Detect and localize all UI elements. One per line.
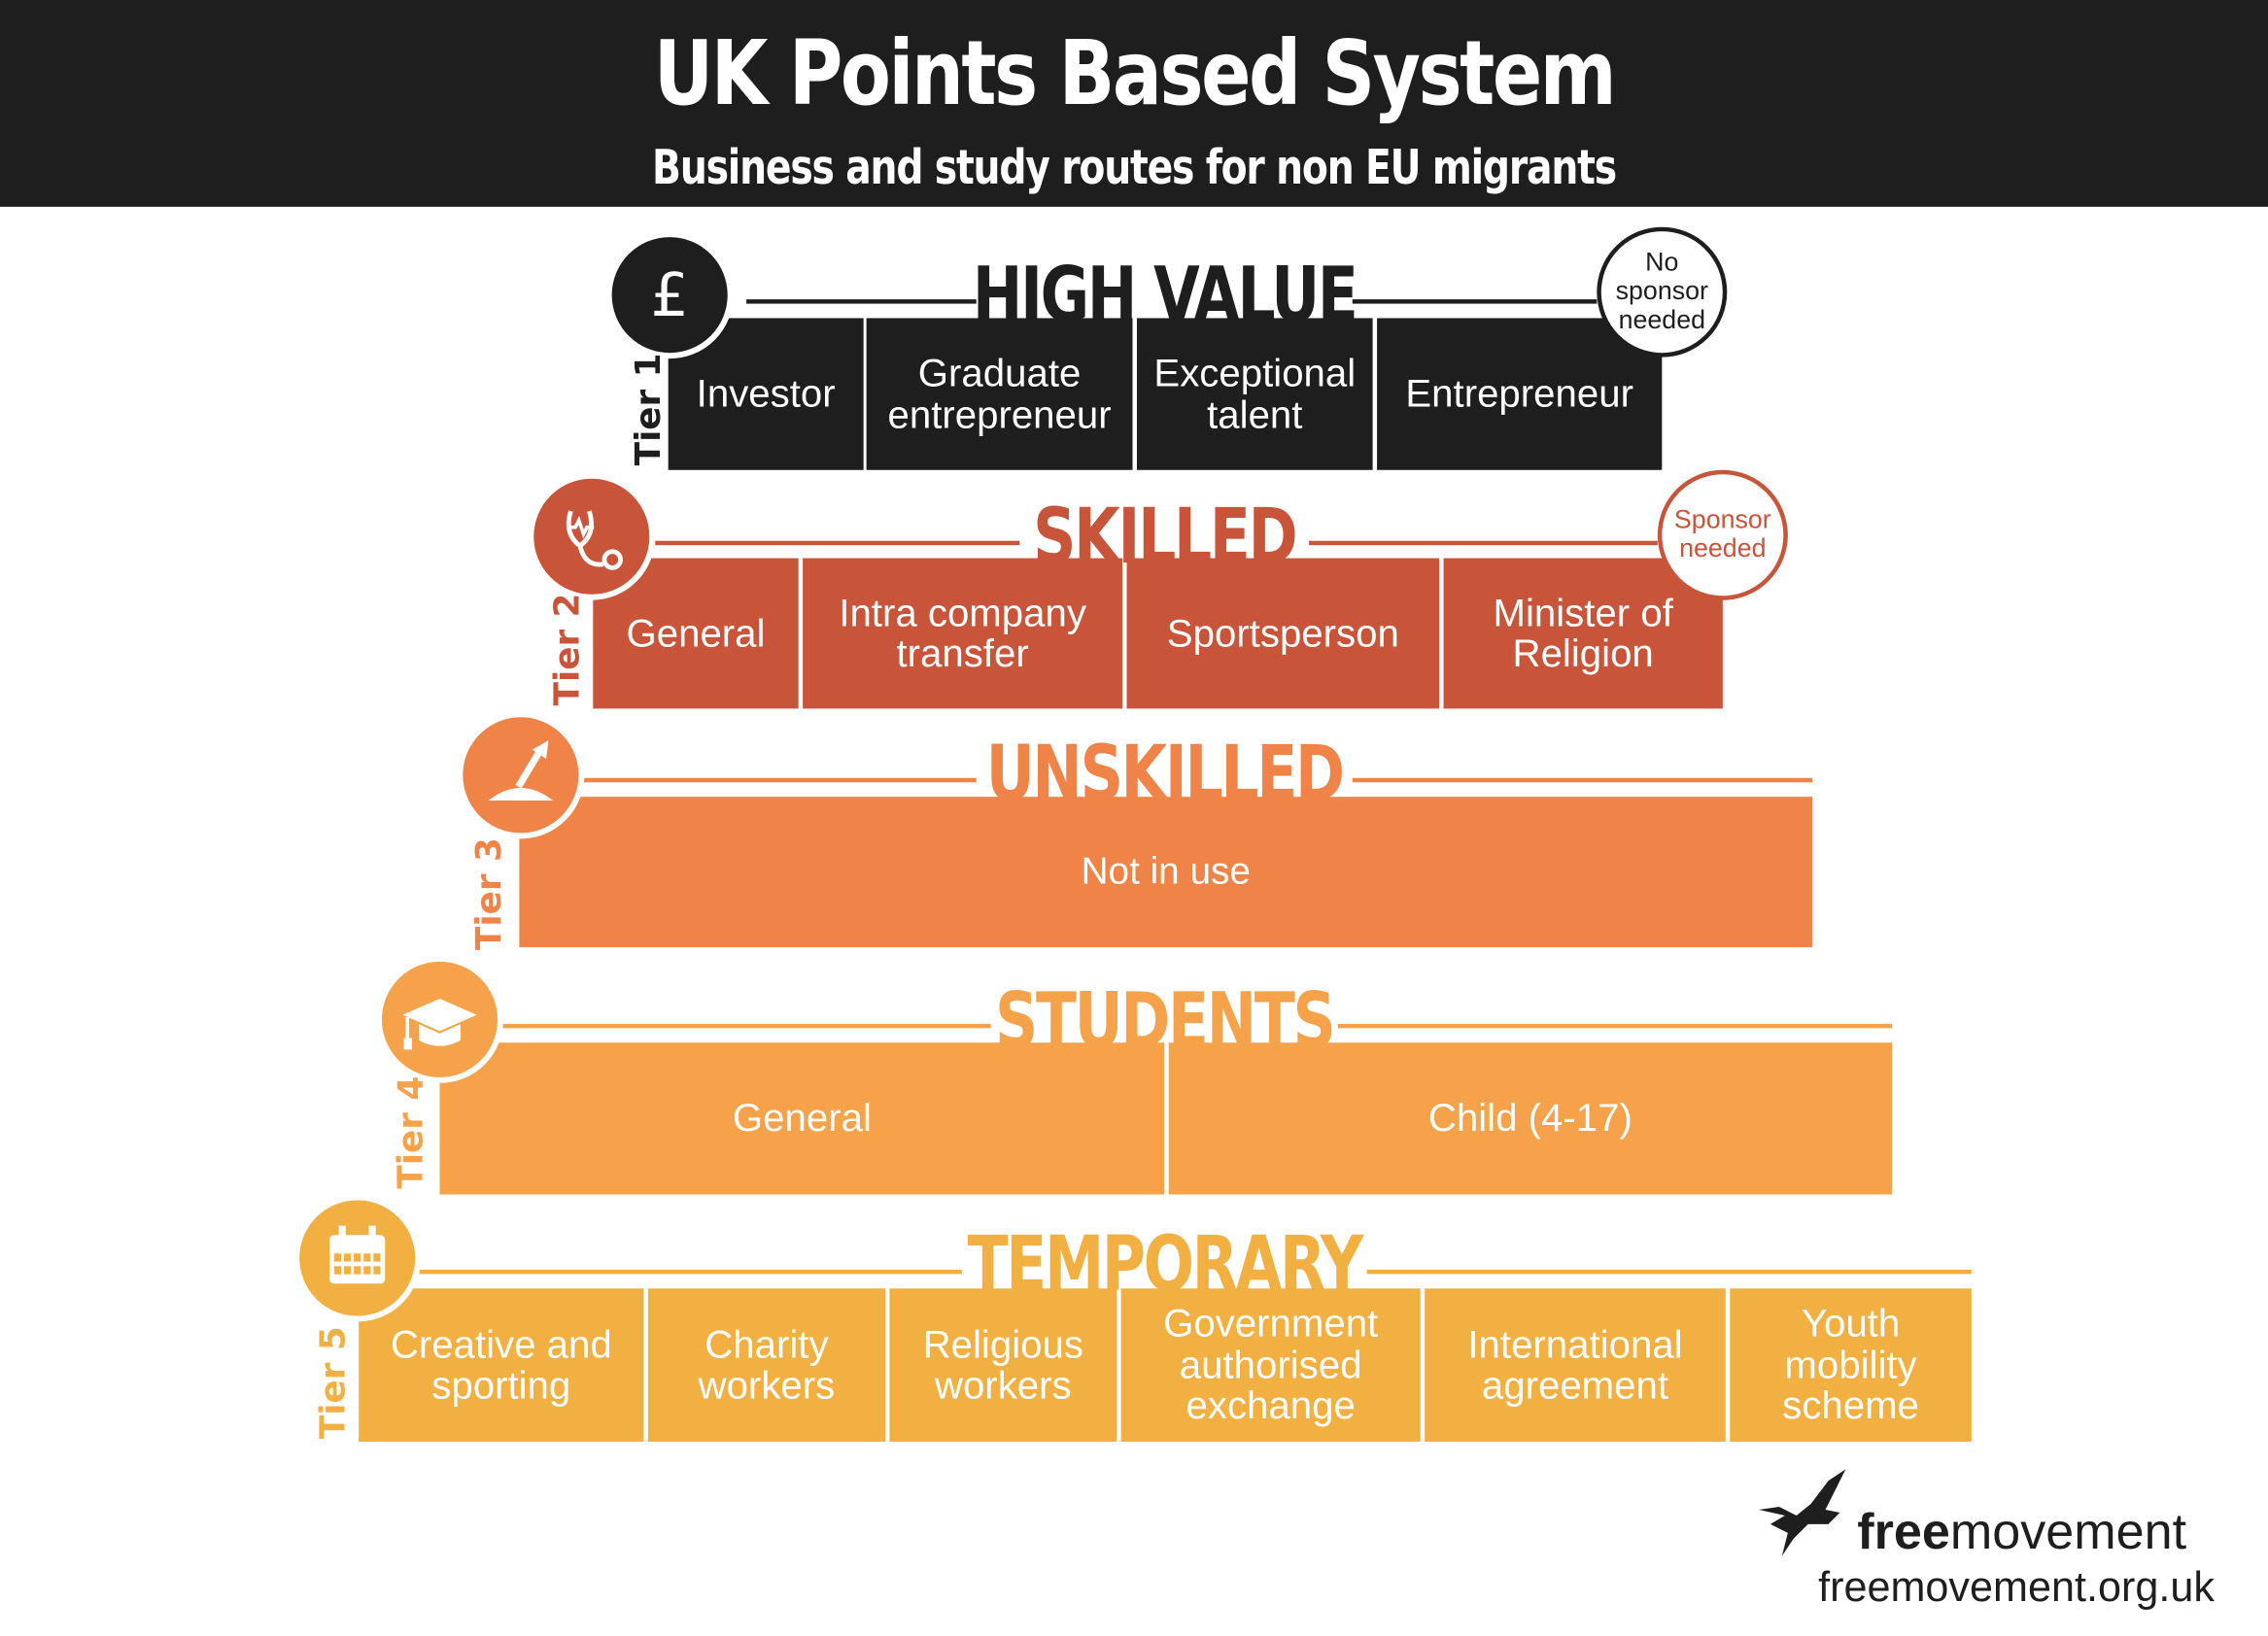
graduation-cap-icon (376, 955, 504, 1083)
tier-2-title-backdrop (1019, 534, 1310, 553)
tier-5-route: Creative and sporting (359, 1288, 644, 1443)
page-title: UK Points Based System (653, 19, 1617, 126)
tier-4-route: Child (4-17) (1168, 1042, 1892, 1195)
tier-2-sponsor-note: Sponsor needed (1657, 469, 1788, 600)
brand-rest: movement (1949, 1504, 2187, 1561)
tier-5-route: International agreement (1425, 1288, 1726, 1443)
calendar-icon (293, 1194, 422, 1322)
tier-2-label: Tier 2 (546, 593, 588, 706)
brand-url[interactable]: freemovement.org.uk (1818, 1564, 2215, 1612)
tier-1-title-backdrop (976, 293, 1353, 312)
tier-1-route: Entrepreneur (1377, 318, 1663, 470)
tier-5-title-backdrop (961, 1263, 1367, 1281)
svg-text:£: £ (650, 260, 688, 330)
tier-1-route: Graduate entrepreneur (866, 318, 1133, 470)
tier-5-route: Youth mobility scheme (1730, 1288, 1972, 1443)
tier-5-route: Charity workers (647, 1288, 885, 1443)
tier-3-title-backdrop (976, 771, 1353, 790)
tier-1-route: Investor (668, 318, 864, 470)
tier-1-route: Exceptional talent (1136, 318, 1373, 470)
brand-name: freemovement (1857, 1504, 2186, 1562)
tier-3-label: Tier 3 (468, 837, 509, 950)
shovel-icon (457, 711, 585, 839)
tier-3-route: Not in use (519, 797, 1813, 947)
stethoscope-icon (528, 472, 656, 600)
header-bar (0, 0, 2268, 207)
tier-5-route: Religious workers (889, 1288, 1117, 1443)
tier-1-sponsor-note: No sponsor needed (1597, 226, 1728, 358)
pound-icon: £ (605, 231, 734, 359)
tier-2-route: Intra company transfer (803, 558, 1123, 709)
page-subtitle: Business and study routes for non EU mig… (652, 138, 1617, 195)
tier-2-route: Minister of Religion (1443, 558, 1723, 709)
bird-icon (1759, 1469, 1846, 1556)
tier-1-label: Tier 1 (628, 353, 669, 466)
tier-4-title-backdrop (990, 1017, 1338, 1036)
tier-5-route: Government authorised exchange (1120, 1288, 1421, 1443)
tier-4-route: General (439, 1042, 1165, 1195)
tier-2-route: Sportsperson (1126, 558, 1440, 709)
tier-4-label: Tier 4 (390, 1075, 431, 1189)
tier-5-label: Tier 5 (312, 1326, 354, 1440)
brand-bold: free (1857, 1504, 1950, 1561)
